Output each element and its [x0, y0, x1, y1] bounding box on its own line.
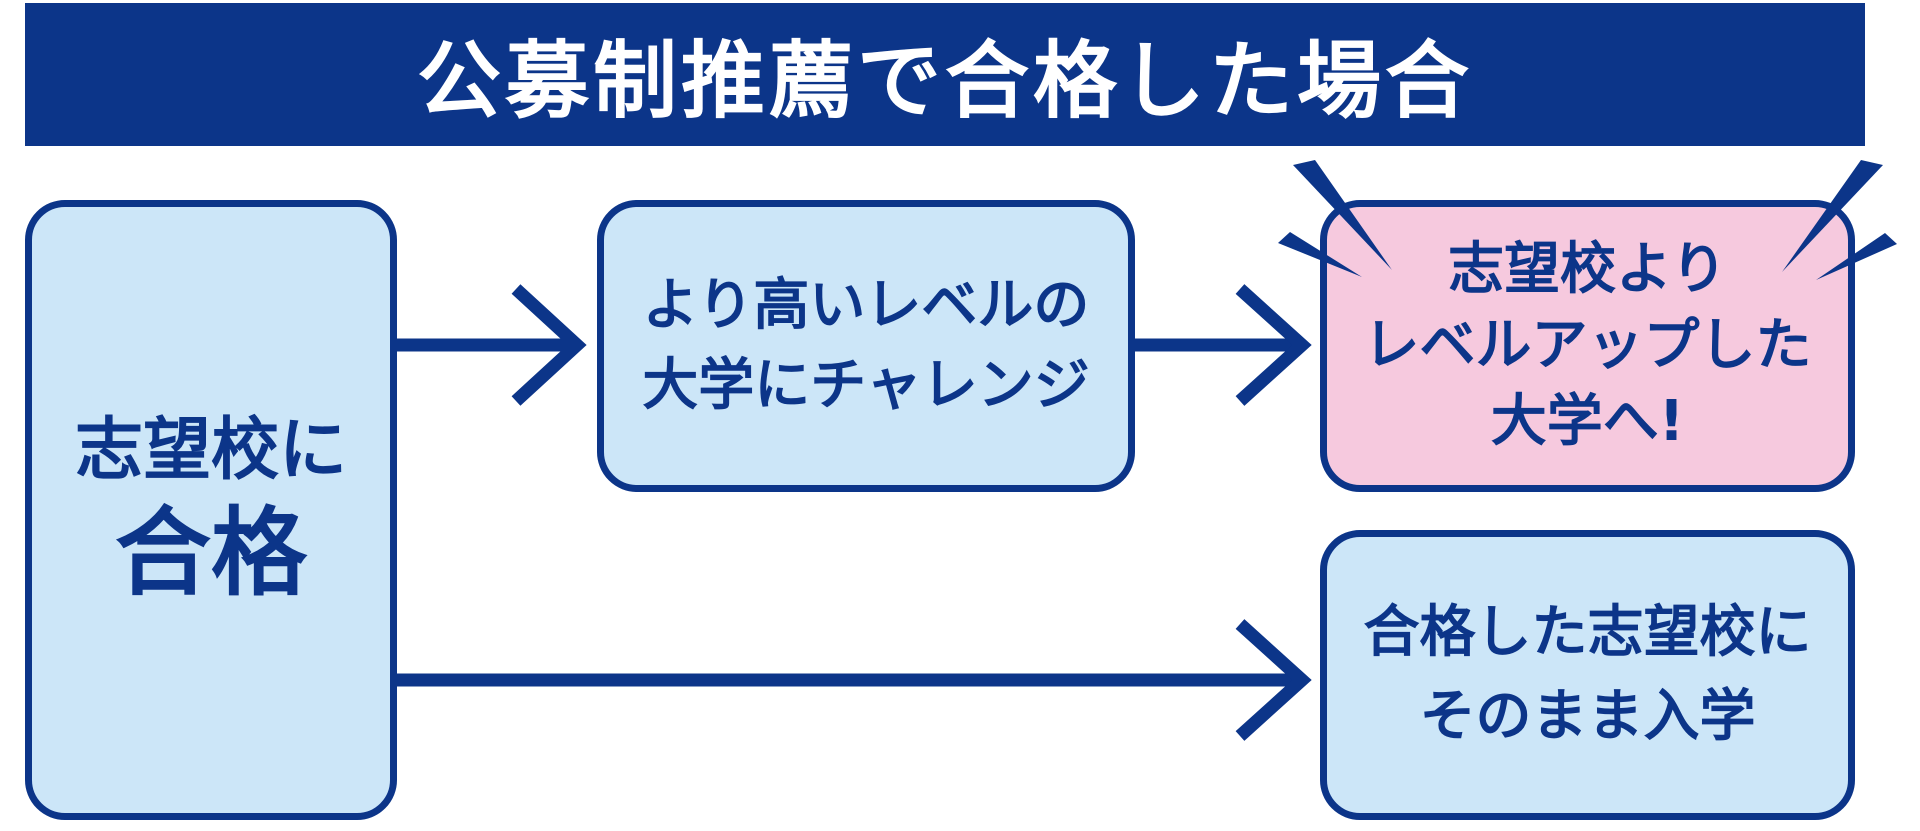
box-mid-line2: 大学にチャレンジ: [642, 353, 1090, 418]
box-br-line1: 合格した志望校に: [1363, 600, 1812, 665]
arrow-left-to-bottom-right: [397, 619, 1312, 741]
box-accepted-first-choice: 志望校に 合格: [25, 200, 397, 820]
box-pink-line2: レベルアップした: [1363, 313, 1812, 378]
box-mid-line1: より高いレベルの: [642, 273, 1090, 338]
box-pink-line1: 志望校より: [1448, 237, 1727, 302]
box-left-line1: 志望校に: [74, 411, 347, 490]
arrow-middle-to-highlight: [1135, 284, 1312, 406]
box-enroll-as-is: 合格した志望校に そのまま入学: [1320, 530, 1855, 820]
box-br-line2: そのまま入学: [1419, 684, 1756, 749]
title-banner: 公募制推薦で合格した場合: [25, 3, 1865, 146]
box-left-line2: 合格: [115, 497, 307, 609]
box-challenge-higher: より高いレベルの 大学にチャレンジ: [597, 200, 1135, 492]
box-level-up-university: 志望校より レベルアップした 大学へ!: [1320, 200, 1855, 492]
box-pink-line3: 大学へ!: [1490, 389, 1685, 454]
arrow-left-to-bottom-right-head: [1235, 619, 1312, 741]
arrow-left-to-middle: [397, 284, 587, 406]
arrow-left-to-middle-head: [511, 284, 587, 406]
arrow-middle-to-highlight-head: [1235, 284, 1312, 406]
diagram-title: 公募制推薦で合格した場合: [416, 32, 1473, 130]
